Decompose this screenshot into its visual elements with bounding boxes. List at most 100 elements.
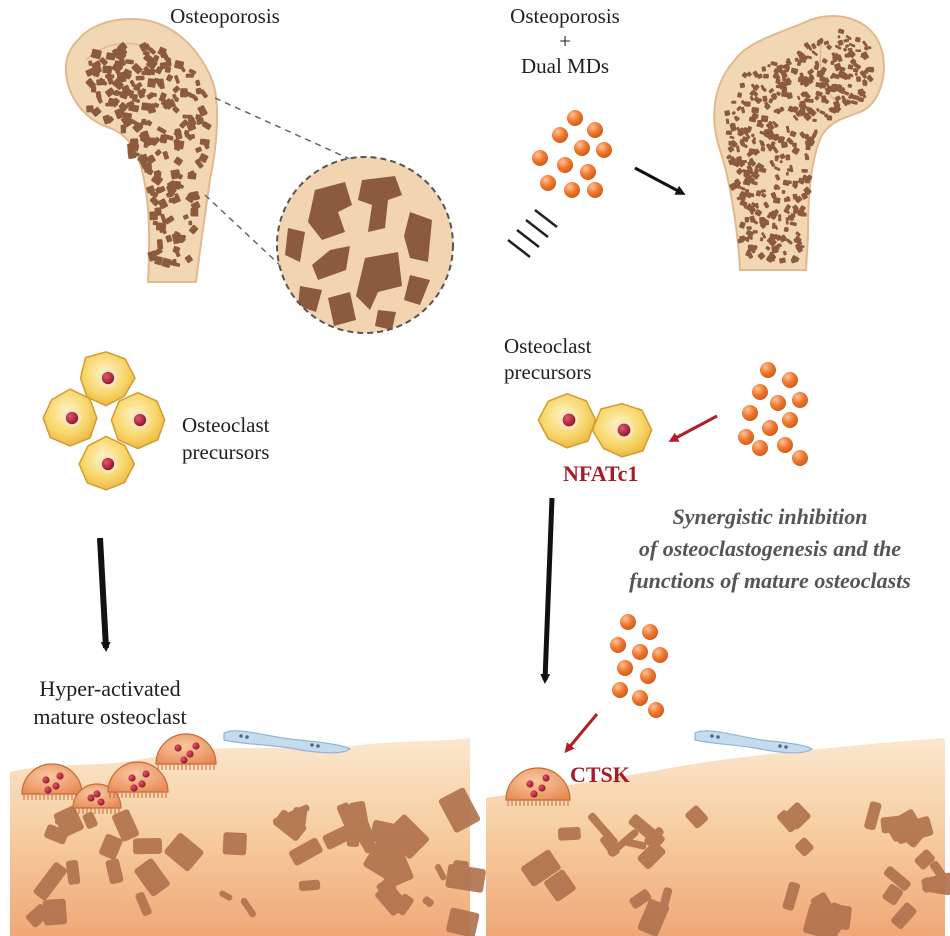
bone-fragment	[880, 814, 912, 834]
trabecula-fragment	[769, 251, 774, 255]
trabecula-fragment	[809, 74, 815, 80]
trabecula-fragment	[201, 138, 210, 150]
trabecula-fragment	[801, 169, 808, 173]
trabecula-fragment	[754, 168, 759, 174]
trabecula-fragment	[792, 115, 799, 121]
trabecula-fragment	[150, 190, 159, 198]
trabecula-fragment	[736, 196, 741, 201]
trabecula-fragment	[795, 231, 801, 237]
md-particle	[620, 614, 636, 630]
trabecula-fragment	[804, 92, 811, 100]
trabecula-fragment	[194, 158, 204, 169]
trabecula-fragment	[821, 95, 828, 103]
bone-fragment	[644, 827, 664, 846]
bone-fragment	[637, 841, 666, 869]
trabecula-fragment	[190, 201, 201, 211]
trabecula-fragment	[807, 68, 815, 75]
md-particle	[770, 395, 786, 411]
trabecula-fragment	[792, 193, 798, 200]
trabecula-fragment	[88, 60, 93, 67]
trabecula-fragment	[767, 132, 774, 140]
trabecula-fragment	[845, 44, 850, 48]
trabecula-fragment	[131, 63, 143, 75]
trabecula-fragment	[731, 100, 737, 104]
trabecula-fragment	[163, 134, 174, 141]
trabecula-fragment	[784, 196, 791, 202]
osteoclast-precursor-cells-right	[537, 393, 653, 458]
mature-osteoclast	[505, 767, 571, 806]
trabecula-fragment	[783, 227, 789, 233]
trabecula-fragment	[786, 93, 793, 98]
trabecula-fragment	[747, 168, 754, 175]
trabecula-fragment	[147, 168, 154, 176]
trabecula-fragment	[746, 236, 751, 241]
trabecula-fragment	[744, 216, 750, 223]
trabecula-fragment	[736, 105, 742, 112]
trabecula-fragment	[165, 234, 173, 243]
trabecula-fragment	[794, 57, 799, 62]
mature-osteoclast	[107, 761, 169, 798]
protected-bone-surface-right	[486, 730, 950, 936]
trabecula-fragment	[759, 237, 764, 242]
trabecula-fragment	[792, 204, 799, 212]
trabecula-fragment	[759, 216, 766, 224]
trabecula-fragment	[789, 221, 797, 227]
md-particle	[587, 182, 603, 198]
trabecula-fragment	[768, 88, 775, 94]
trabecula-fragment	[783, 209, 790, 214]
trabecula-fragment	[776, 81, 783, 86]
trabecula-fragment	[790, 257, 798, 264]
bone-fragment	[133, 837, 163, 855]
trabecula-fragment	[184, 254, 193, 264]
trabecula-fragment	[775, 108, 780, 113]
trabecula-fragment	[812, 118, 817, 123]
trabecula-fragment	[743, 236, 750, 243]
trabecula-fragment	[185, 193, 196, 204]
md-particle	[640, 668, 656, 684]
trabecula-fragment	[803, 112, 812, 121]
bone-fragment	[384, 814, 429, 859]
trabecula-fragment	[761, 232, 767, 239]
trabecula-fragment	[751, 171, 760, 180]
trabecula-fragment	[839, 67, 845, 73]
md-particle	[564, 182, 580, 198]
md-particle	[752, 384, 768, 400]
trabecula-fragment	[747, 244, 754, 252]
trabecula-fragment	[173, 180, 181, 190]
trabecula-fragment	[799, 108, 806, 113]
trabecula-fragment	[829, 106, 838, 114]
md-particle	[760, 362, 776, 378]
trabecula-fragment	[724, 110, 731, 117]
trabecula-fragment	[774, 136, 779, 142]
trabecula-fragment	[848, 42, 856, 48]
trabecula-fragment	[763, 201, 770, 209]
ctsk-inhibition-arrow	[564, 713, 599, 754]
dual-mds-particles-lower	[610, 614, 668, 718]
cell-nucleus	[101, 371, 115, 385]
osteoclast-precursor-cells-left	[42, 351, 166, 491]
right-precursors-label-line1: Osteoclast	[504, 334, 592, 358]
trabecula-fragment	[736, 145, 740, 153]
trabecula-fragment	[773, 184, 781, 190]
plus-sign: +	[559, 29, 571, 53]
trabecula-fragment	[760, 192, 767, 198]
md-particle	[557, 157, 573, 173]
trabecula-fragment	[751, 202, 757, 208]
bone-fragment	[135, 892, 152, 916]
trabecula-fragment	[815, 90, 823, 97]
trabecula-fragment	[195, 87, 202, 95]
trabecula-fragment	[791, 146, 800, 155]
trabecula-fragment	[154, 149, 162, 157]
bone-fragment	[54, 818, 83, 832]
md-particle	[632, 644, 648, 660]
bone-fragment	[336, 802, 360, 835]
hyper-activated-label-line2: mature osteoclast	[33, 704, 187, 729]
trabecula-fragment	[772, 209, 779, 215]
trabecula-fragment	[802, 174, 811, 182]
trabecula-fragment	[803, 56, 807, 61]
trabecula-fragment	[746, 71, 752, 77]
bone-fragment	[587, 812, 618, 846]
trabecula-fragment	[799, 212, 807, 217]
trabecula-fragment	[759, 139, 764, 147]
trabecula-fragment	[785, 125, 790, 134]
